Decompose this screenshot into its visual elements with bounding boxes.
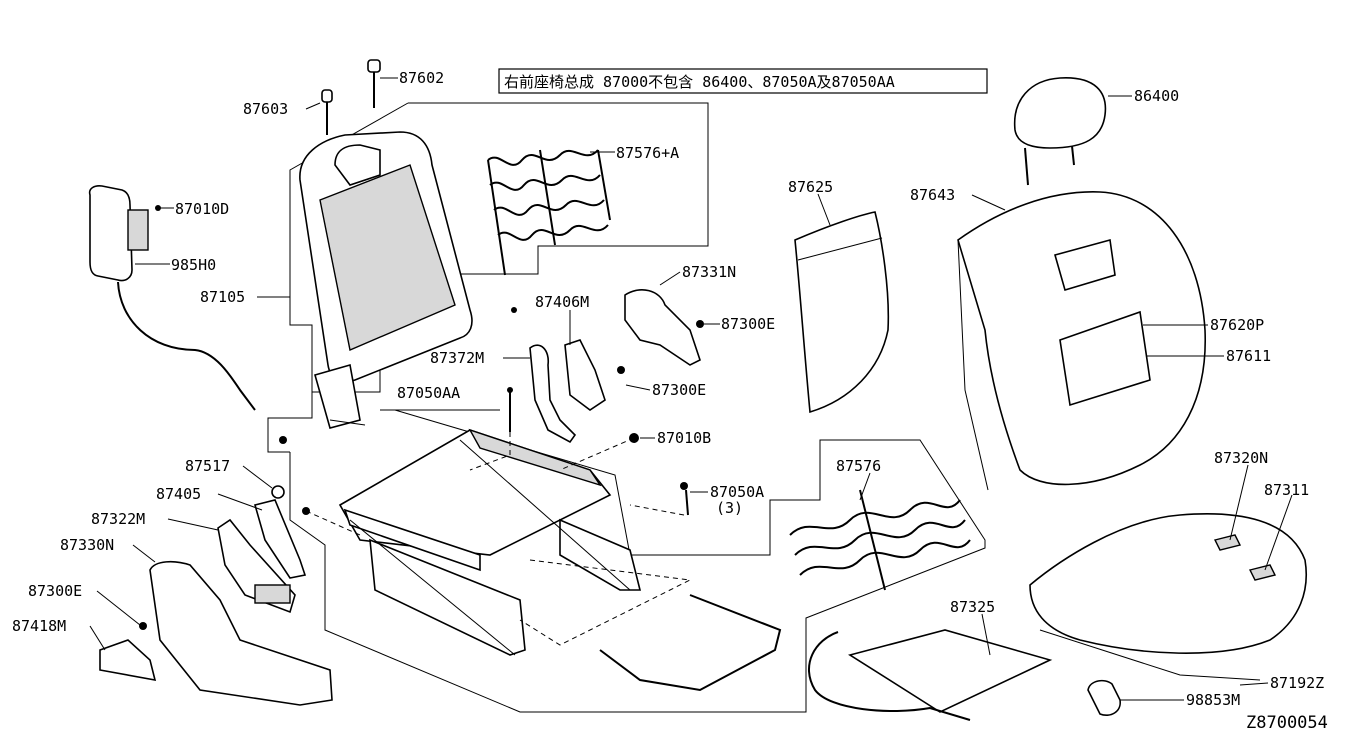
label-87611: 87611 bbox=[1226, 347, 1271, 365]
label-87372m: 87372M bbox=[430, 349, 484, 367]
label-87010b: 87010B bbox=[657, 429, 711, 447]
label-87602: 87602 bbox=[399, 69, 444, 87]
label-86400: 86400 bbox=[1134, 87, 1179, 105]
cushion-brackets bbox=[529, 289, 701, 444]
label-87325: 87325 bbox=[950, 598, 995, 616]
label-87418m: 87418M bbox=[12, 617, 66, 635]
label-87050a: 87050A bbox=[710, 483, 764, 501]
label-87517: 87517 bbox=[185, 457, 230, 475]
label-87010d: 87010D bbox=[175, 200, 229, 218]
back-board bbox=[794, 211, 890, 414]
label-87192z: 87192Z bbox=[1270, 674, 1324, 692]
label-87300e-b: 87300E bbox=[652, 381, 706, 399]
label-87320n: 87320N bbox=[1214, 449, 1268, 467]
cushion-group-boundary bbox=[289, 409, 986, 713]
label-87300e-c: 87300E bbox=[28, 582, 82, 600]
assembly-dashes bbox=[305, 432, 692, 646]
label-87620p: 87620P bbox=[1210, 316, 1264, 334]
seat-cushion-pad bbox=[1029, 513, 1307, 681]
label-87050aa: 87050AA bbox=[397, 384, 460, 402]
seat-cushion-frame bbox=[338, 428, 642, 656]
assembly-note-text: 右前座椅总成 87000不包含 86400、87050A及87050AA bbox=[504, 73, 895, 91]
lower-wire bbox=[599, 594, 782, 692]
label-985h0: 985H0 bbox=[171, 256, 216, 274]
label-98853m: 98853M bbox=[1186, 691, 1240, 709]
label-87322m: 87322M bbox=[91, 510, 145, 528]
label-87330n: 87330N bbox=[60, 536, 114, 554]
label-87576: 87576 bbox=[836, 457, 881, 475]
seat-back-spring-mat bbox=[487, 149, 611, 276]
label-87406m: 87406M bbox=[535, 293, 589, 311]
diagram-id: Z8700054 bbox=[1246, 713, 1328, 733]
label-87405: 87405 bbox=[156, 485, 201, 503]
side-airbag-module bbox=[88, 185, 256, 411]
label-87625: 87625 bbox=[788, 178, 833, 196]
seat-mat bbox=[808, 629, 1053, 721]
cushion-spring bbox=[789, 489, 971, 591]
assembly-note: 右前座椅总成 87000不包含 86400、87050A及87050AA bbox=[498, 68, 988, 94]
label-87331n: 87331N bbox=[682, 263, 736, 281]
leader-lines bbox=[89, 77, 1293, 701]
label-87300e-a: 87300E bbox=[721, 315, 775, 333]
label-87105: 87105 bbox=[200, 288, 245, 306]
label-87311: 87311 bbox=[1264, 481, 1309, 499]
part-labels: 87602 87603 87576+A 87010D 985H0 87105 8… bbox=[12, 69, 1328, 733]
seat-back-frame bbox=[299, 131, 473, 429]
seat-back-pad bbox=[957, 191, 1206, 491]
seat-switch bbox=[1087, 679, 1121, 716]
side-covers bbox=[99, 499, 333, 706]
label-87643: 87643 bbox=[910, 186, 955, 204]
headrest bbox=[1013, 77, 1107, 186]
label-87603: 87603 bbox=[243, 100, 288, 118]
guide-bolts bbox=[321, 59, 381, 135]
label-87576a: 87576+A bbox=[616, 144, 679, 162]
label-87050a-qty: (3) bbox=[716, 499, 743, 517]
